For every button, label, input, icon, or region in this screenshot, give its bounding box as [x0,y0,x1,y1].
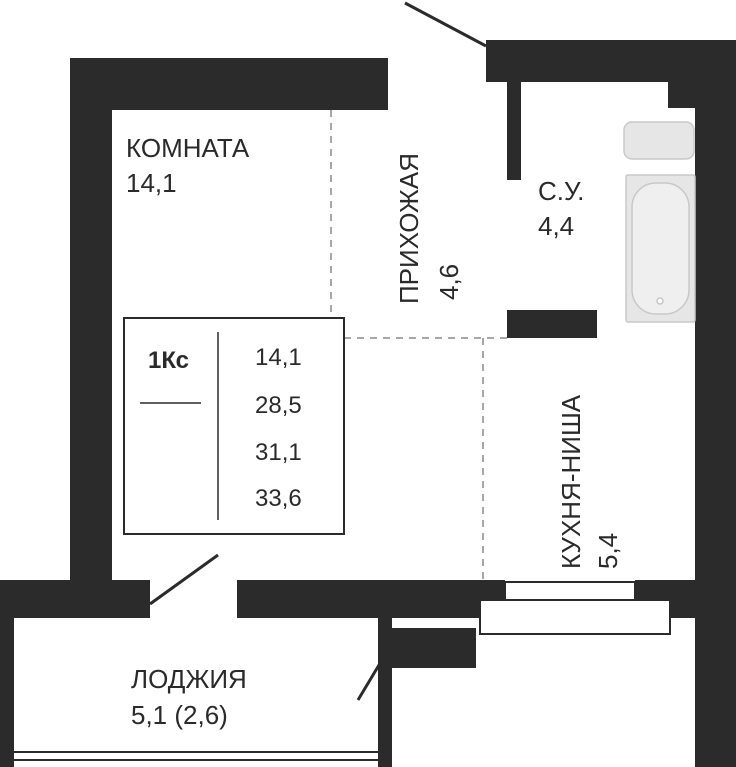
drain-icon [656,297,664,305]
bathroom-name: С.У. [538,176,584,206]
bathroom-fixtures [623,121,696,323]
kitchen-window [504,581,636,601]
windows [14,581,671,761]
zone-dashes [330,110,507,580]
loggia-side-door-icon [356,649,390,701]
wall-top-right [486,40,736,82]
kitchen-name: КУХНЯ-НИША [556,394,586,569]
wall-loggia-right [378,618,392,767]
summary-value: 14,1 [255,344,302,371]
hallway-area: 4,6 [434,264,464,300]
wall-right [695,40,736,767]
summary-value: 31,1 [255,439,302,466]
room-area: 14,1 [126,168,177,198]
room-name: КОМНАТА [126,133,250,163]
wall-bath-bottom [507,310,597,338]
loggia-area: 5,1 (2,6) [131,700,228,730]
entrance-door-icon [404,1,487,48]
summary-value: 28,5 [255,392,302,419]
loggia-name: ЛОДЖИЯ [131,664,247,694]
loggia-door-icon [149,553,219,606]
wall-loggia-left [0,580,14,767]
wall-top-room [70,58,388,110]
summary-frame [123,317,345,535]
wall-bottom-mid [237,580,505,618]
wall-bottom-left [0,580,150,618]
wall-bath-corner [668,82,698,108]
doors [149,1,487,701]
wall-loggia-block [392,628,476,668]
bathroom-area: 4,4 [538,211,574,241]
summary-value: 33,6 [255,485,302,512]
wall-left [70,58,112,580]
wall-bath-left [507,82,521,180]
kitchen-sill [479,599,671,635]
summary-box: 1Кс 14,1 28,5 31,1 33,6 [123,317,345,535]
toilet-icon [623,121,695,160]
walls [0,40,736,767]
apartment-type: 1Кс [148,347,189,374]
hallway-name: ПРИХОЖАЯ [394,153,424,304]
bathtub-inner [631,182,690,315]
kitchen-area: 5,4 [593,533,623,569]
